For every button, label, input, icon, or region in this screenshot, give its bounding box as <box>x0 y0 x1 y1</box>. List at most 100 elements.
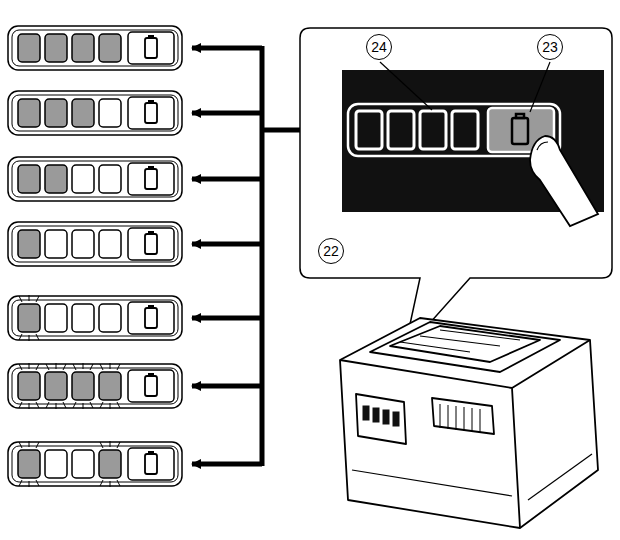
state-arrow <box>192 177 262 182</box>
indicator-segment <box>45 450 67 478</box>
battery-icon-tip <box>148 231 154 234</box>
indicator-frame <box>8 364 182 408</box>
fingernail <box>537 142 548 150</box>
blink-mark <box>110 363 111 369</box>
battery-button <box>128 32 174 64</box>
blink-mark <box>100 364 103 370</box>
state-arrow <box>192 46 262 51</box>
blink-mark <box>19 480 22 486</box>
battery-icon <box>145 103 157 123</box>
indicator-segment <box>72 230 94 258</box>
indicator-segment <box>72 450 94 478</box>
blink-mark <box>29 441 30 447</box>
indicator-segment <box>72 304 94 332</box>
blink-mark <box>36 334 39 340</box>
blink-mark <box>63 364 66 370</box>
indicator-segment <box>99 34 121 62</box>
battery-icon <box>145 454 157 474</box>
battery-button <box>128 302 174 334</box>
battery-icon <box>145 376 157 396</box>
indicator-segment <box>99 165 121 193</box>
blink-mark <box>90 364 93 370</box>
blink-mark <box>117 402 120 408</box>
blink-mark <box>90 402 93 408</box>
leader-line <box>380 62 432 110</box>
state-arrow <box>192 242 262 247</box>
blink-mark <box>100 402 103 408</box>
state-arrow <box>192 384 262 389</box>
indicator-frame <box>8 26 182 70</box>
blink-mark <box>36 296 39 302</box>
indicator-segment <box>99 450 121 478</box>
blink-mark <box>46 402 49 408</box>
blink-mark <box>19 402 22 408</box>
indicator-inner <box>12 161 178 197</box>
bus-line <box>260 46 265 466</box>
indicator-segment <box>18 304 40 332</box>
panel-frame <box>348 104 560 156</box>
indicator-segment <box>99 372 121 400</box>
battery-icon-tip <box>148 166 154 169</box>
battery-icon-tip <box>148 373 154 376</box>
battery-icon <box>145 169 157 189</box>
state-arrow <box>192 462 262 467</box>
indicator-frame <box>8 442 182 486</box>
indicator-frame <box>8 157 182 201</box>
indicator-segment <box>45 230 67 258</box>
indicator-segment <box>45 99 67 127</box>
pack-indicator <box>362 405 400 427</box>
blink-mark <box>29 403 30 409</box>
indicator-segment <box>18 450 40 478</box>
indicator-segment <box>45 165 67 193</box>
callout-number: 24 <box>366 34 392 60</box>
callout-panel <box>300 28 612 352</box>
battery-icon-tip <box>148 35 154 38</box>
indicator-segment <box>18 165 40 193</box>
battery-button <box>128 97 174 129</box>
indicator-segment <box>18 34 40 62</box>
battery-icon <box>145 234 157 254</box>
arrow-bus <box>192 46 262 466</box>
panel-battery-icon <box>512 114 528 144</box>
blink-mark <box>29 363 30 369</box>
blink-mark <box>19 442 22 448</box>
blink-mark <box>46 364 49 370</box>
blink-mark <box>83 403 84 409</box>
blink-mark <box>29 481 30 487</box>
indicator-frame <box>8 296 182 340</box>
blink-mark <box>36 364 39 370</box>
indicator-frame <box>8 91 182 135</box>
blink-mark <box>100 480 103 486</box>
indicator-segment <box>45 372 67 400</box>
blink-mark <box>117 480 120 486</box>
battery-button <box>128 448 174 480</box>
indicator-inner <box>12 30 178 66</box>
indicator-segment <box>45 34 67 62</box>
battery-icon <box>145 308 157 328</box>
blink-mark <box>73 364 76 370</box>
callout-number: 22 <box>318 238 344 264</box>
battery-button <box>128 228 174 260</box>
indicator-frame <box>8 222 182 266</box>
battery-pack <box>340 318 598 528</box>
blink-mark <box>36 442 39 448</box>
indicator-segment <box>18 99 40 127</box>
blink-mark <box>117 364 120 370</box>
indicator-segment <box>99 230 121 258</box>
indicator-segment <box>72 99 94 127</box>
indicator-inner <box>12 368 178 404</box>
callout-number: 23 <box>537 34 563 60</box>
blink-mark <box>36 480 39 486</box>
battery-button <box>128 163 174 195</box>
state-arrow <box>192 316 262 321</box>
blink-mark <box>19 334 22 340</box>
finger <box>530 136 598 226</box>
blink-mark <box>63 402 66 408</box>
blink-mark <box>29 295 30 301</box>
leader-line <box>530 62 550 112</box>
indicator-inner <box>12 95 178 131</box>
indicator-inner <box>12 226 178 262</box>
blink-mark <box>29 335 30 341</box>
battery-icon-tip <box>148 451 154 454</box>
